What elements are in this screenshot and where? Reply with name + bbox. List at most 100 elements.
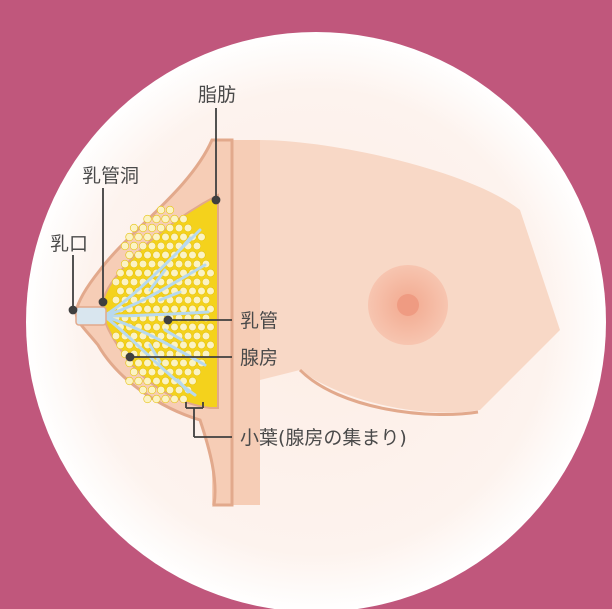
gland-dot xyxy=(162,359,170,367)
gland-dot xyxy=(112,278,120,286)
gland-dot xyxy=(171,359,179,367)
gland-dot xyxy=(130,242,138,250)
gland-dot xyxy=(184,296,192,304)
gland-dot xyxy=(180,341,188,349)
gland-dot xyxy=(144,359,152,367)
gland-dot xyxy=(126,377,134,385)
gland-dot xyxy=(148,242,156,250)
label-duct: 乳管 xyxy=(240,310,278,332)
gland-dot xyxy=(157,242,165,250)
gland-dot xyxy=(171,305,179,313)
gland-dot xyxy=(130,368,138,376)
gland-dot xyxy=(112,332,120,340)
gland-dot xyxy=(189,341,197,349)
gland-dot xyxy=(144,233,152,241)
gland-dot xyxy=(139,260,147,268)
gland-dot xyxy=(148,386,156,394)
gland-dot xyxy=(184,260,192,268)
gland-dot xyxy=(144,323,152,331)
label-nipple-opening: 乳口 xyxy=(50,233,88,255)
gland-dot xyxy=(171,233,179,241)
gland-dot xyxy=(166,224,174,232)
gland-dot xyxy=(153,377,161,385)
gland-dot xyxy=(135,305,143,313)
gland-dot xyxy=(139,224,147,232)
gland-dot xyxy=(202,278,210,286)
gland-dot xyxy=(162,305,170,313)
gland-dot xyxy=(202,296,210,304)
gland-dot xyxy=(198,287,206,295)
gland-dot xyxy=(180,395,188,403)
gland-dot xyxy=(184,278,192,286)
gland-dot xyxy=(198,269,206,277)
gland-dot xyxy=(139,386,147,394)
gland-dot xyxy=(148,260,156,268)
gland-dot xyxy=(207,341,215,349)
gland-dot xyxy=(180,215,188,223)
gland-dot xyxy=(157,206,165,214)
gland-dot xyxy=(207,287,215,295)
gland-dot xyxy=(180,323,188,331)
gland-dot xyxy=(139,368,147,376)
gland-dot xyxy=(175,296,183,304)
gland-dot xyxy=(180,359,188,367)
gland-dot xyxy=(171,323,179,331)
gland-dot xyxy=(135,359,143,367)
nipple-duct-opening xyxy=(76,307,106,325)
gland-dot xyxy=(153,233,161,241)
gland-dot xyxy=(193,332,201,340)
gland-dot xyxy=(180,233,188,241)
gland-dot xyxy=(130,260,138,268)
gland-dot xyxy=(153,251,161,259)
label-mammary-gland: 腺房 xyxy=(240,347,278,369)
gland-dot xyxy=(175,368,183,376)
gland-dot xyxy=(112,296,120,304)
label-lactiferous-sinus: 乳管洞 xyxy=(82,165,139,187)
gland-dot xyxy=(198,233,206,241)
gland-dot xyxy=(135,269,143,277)
gland-dot xyxy=(193,242,201,250)
gland-dot xyxy=(139,242,147,250)
gland-dot xyxy=(157,224,165,232)
gland-dot xyxy=(153,305,161,313)
gland-dot xyxy=(207,323,215,331)
gland-dot xyxy=(162,233,170,241)
gland-dot xyxy=(148,368,156,376)
gland-dot xyxy=(126,233,134,241)
gland-dot xyxy=(175,386,183,394)
gland-dot xyxy=(171,269,179,277)
gland-dot xyxy=(175,224,183,232)
gland-dot xyxy=(166,206,174,214)
gland-dot xyxy=(153,341,161,349)
gland-dot xyxy=(162,377,170,385)
gland-dot xyxy=(171,215,179,223)
gland-dot xyxy=(198,341,206,349)
gland-dot xyxy=(162,395,170,403)
gland-dot xyxy=(189,287,197,295)
gland-dot xyxy=(207,269,215,277)
gland-dot xyxy=(117,341,125,349)
gland-dot xyxy=(189,251,197,259)
gland-dot xyxy=(117,287,125,295)
label-lobule: 小葉(腺房の集まり) xyxy=(240,427,407,449)
gland-dot xyxy=(135,251,143,259)
gland-dot xyxy=(193,278,201,286)
gland-dot xyxy=(135,377,143,385)
nipple xyxy=(397,294,419,316)
gland-dot xyxy=(193,296,201,304)
gland-dot xyxy=(153,395,161,403)
gland-dot xyxy=(180,305,188,313)
gland-dot xyxy=(202,332,210,340)
gland-dot xyxy=(171,395,179,403)
gland-dot xyxy=(189,323,197,331)
gland-dot xyxy=(184,332,192,340)
gland-dot xyxy=(144,395,152,403)
gland-dot xyxy=(144,215,152,223)
gland-dot xyxy=(117,269,125,277)
gland-dot xyxy=(198,251,206,259)
gland-dot xyxy=(153,323,161,331)
gland-dot xyxy=(184,368,192,376)
gland-dot xyxy=(153,215,161,223)
gland-dot xyxy=(130,278,138,286)
